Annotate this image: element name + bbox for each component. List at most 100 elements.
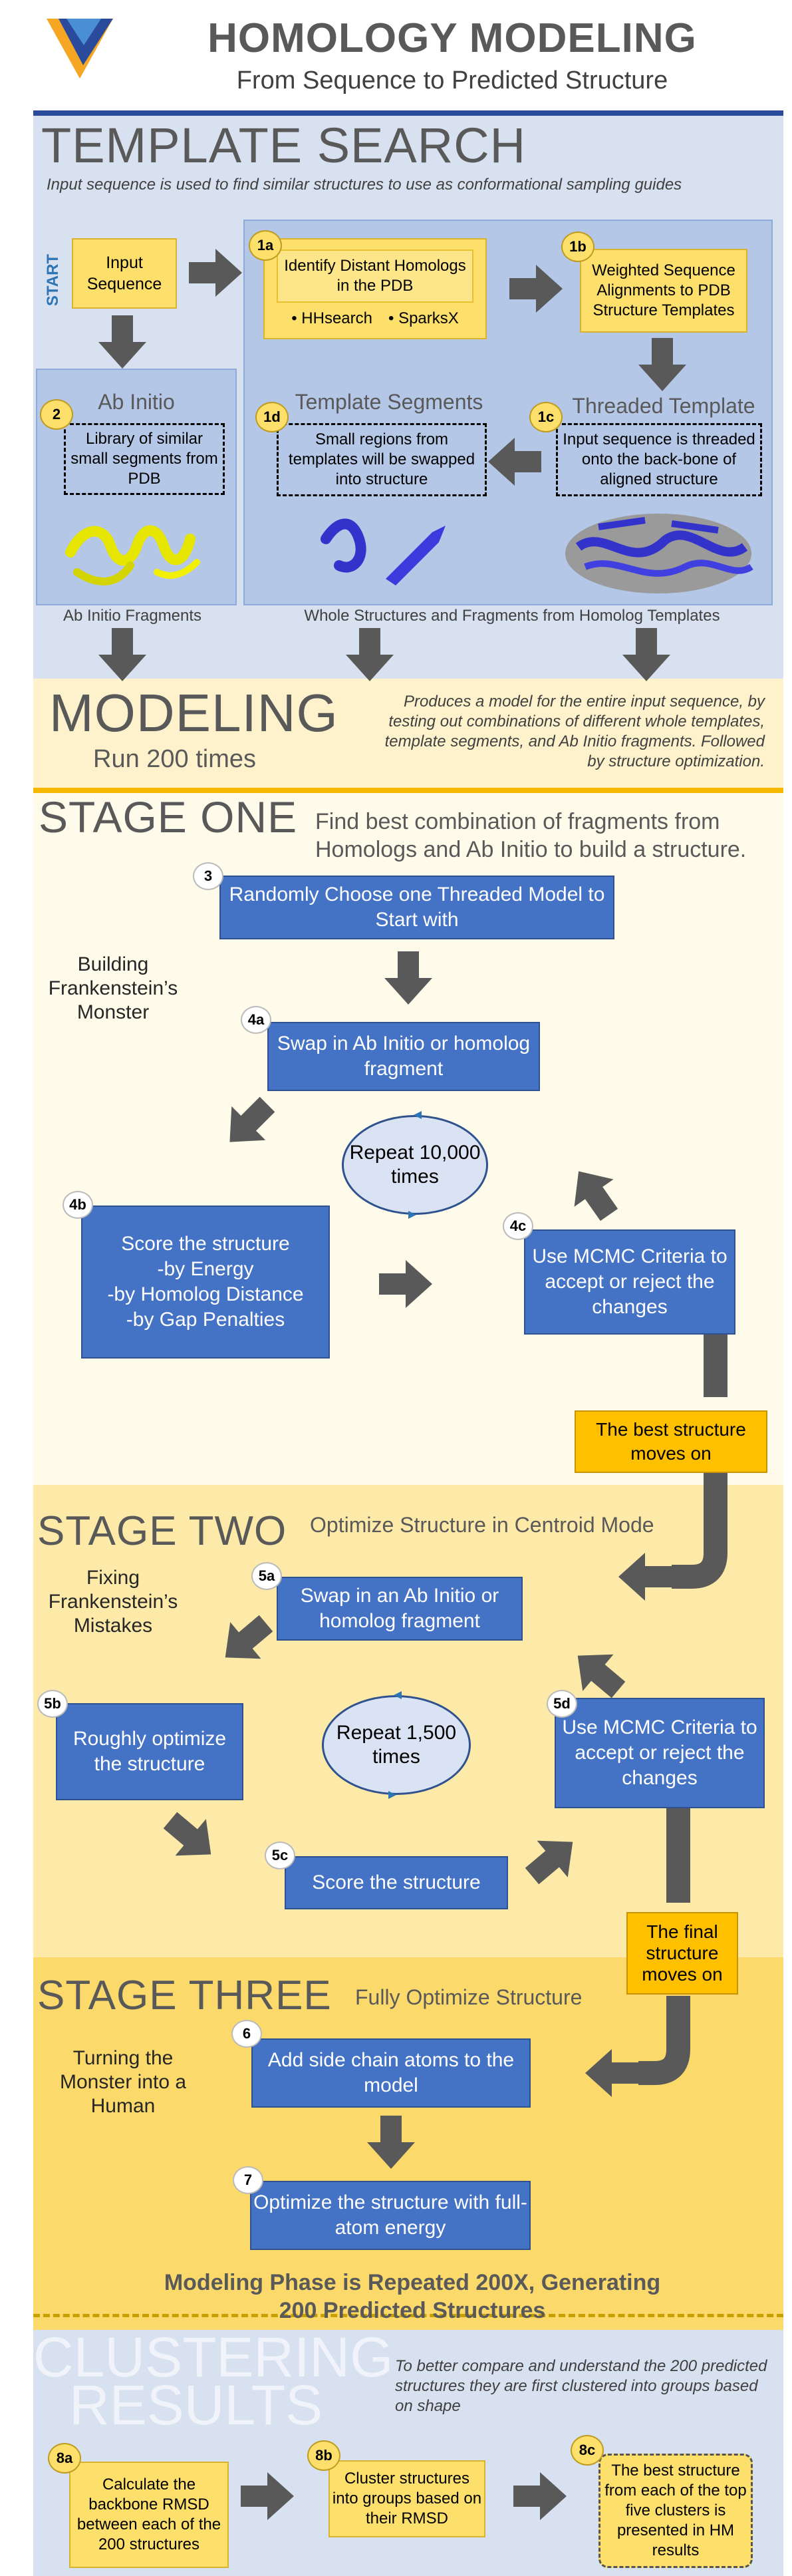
arrow-stage1-to-stage2 xyxy=(618,1553,672,1601)
tool-sparksx: • SparksX xyxy=(388,309,459,327)
clustering-note: To better compare and understand the 200… xyxy=(395,2357,767,2415)
badge-3: 3 xyxy=(193,862,223,890)
arrow-6-to-7 xyxy=(367,2116,415,2169)
clustering-title-1: CLUSTERING xyxy=(33,2326,394,2388)
step-8c-box: The best structure from each of the top … xyxy=(598,2454,753,2568)
badge-4c: 4c xyxy=(503,1212,533,1240)
arrow-3-to-4a xyxy=(384,951,432,1005)
repeat-1500-ellipse: Repeat 1,500 times xyxy=(322,1695,471,1795)
step-4b-box: Score the structure -by Energy -by Homol… xyxy=(81,1206,330,1359)
stage-two-note: Optimize Structure in Centroid Mode xyxy=(310,1513,654,1537)
modeling-divider xyxy=(33,788,783,793)
step-5d-box: Use MCMC Criteria to accept or reject th… xyxy=(555,1698,765,1808)
modeling-note: Produces a model for the entire input se… xyxy=(384,693,765,770)
badge-5a: 5a xyxy=(251,1562,282,1590)
step-4b-line-4: -by Gap Penalties xyxy=(126,1309,285,1331)
badge-1d: 1d xyxy=(255,402,289,432)
badge-5c: 5c xyxy=(265,1842,295,1869)
arrow-input-to-ab-initio xyxy=(98,315,146,369)
template-search-note: Input sequence is used to find similar s… xyxy=(47,176,682,194)
repeat-200x-banner: Modeling Phase is Repeated 200X, Generat… xyxy=(164,2270,661,2323)
badge-1a: 1a xyxy=(249,230,282,261)
step-7-box: Optimize the structure with full-atom en… xyxy=(250,2181,531,2250)
arrow-4c-to-4a xyxy=(559,1157,629,1229)
badge-8a: 8a xyxy=(48,2443,81,2474)
step-4b-line-3: -by Homolog Distance xyxy=(107,1283,304,1305)
step-5c-box: Score the structure xyxy=(285,1856,508,1909)
step-1d-box: Small regions from templates will be swa… xyxy=(277,423,487,496)
input-sequence-box: Input Sequence xyxy=(72,238,177,309)
step-2-box: Library of similar small segments from P… xyxy=(64,423,225,495)
arrow-5d-to-5a xyxy=(562,1637,634,1708)
ab-initio-protein-icon xyxy=(65,525,200,585)
arrow-segments-down xyxy=(346,628,394,681)
dashed-divider xyxy=(33,2314,783,2317)
stage-two-side-label: Fixing Frankenstein’s Mistakes xyxy=(48,1567,178,1637)
modeling-title: MODELING xyxy=(49,683,338,742)
step-1b-box: Weighted Sequence Alignments to PDB Stru… xyxy=(580,249,747,333)
badge-1b: 1b xyxy=(561,232,594,262)
badge-1c: 1c xyxy=(529,402,563,432)
stage-one-side-label: Building Frankenstein’s Monster xyxy=(48,953,178,1023)
threaded-template-heading: Threaded Template xyxy=(572,394,755,418)
arrow-8a-to-8b xyxy=(241,2472,294,2520)
arrow-5c-to-5d xyxy=(516,1823,589,1895)
caption-homolog-templates: Whole Structures and Fragments from Homo… xyxy=(304,607,720,625)
step-5b-box: Roughly optimize the structure xyxy=(56,1703,243,1800)
arrow-input-to-1a xyxy=(189,249,242,297)
final-structure-moves-on: The final structure moves on xyxy=(626,1912,738,1995)
modeling-runs: Run 200 times xyxy=(93,745,257,773)
badge-7: 7 xyxy=(233,2166,263,2194)
best-structure-moves-on: The best structure moves on xyxy=(575,1410,767,1473)
stage-two-title: STAGE TWO xyxy=(37,1508,287,1554)
step-4a-box: Swap in Ab Initio or homolog fragment xyxy=(267,1022,540,1091)
arrow-ab-initio-down xyxy=(98,628,146,681)
arrow-8b-to-8c xyxy=(513,2472,567,2520)
arrow-1c-to-1d xyxy=(488,438,541,486)
step-4c-box: Use MCMC Criteria to accept or reject th… xyxy=(524,1229,735,1335)
template-segments-heading: Template Segments xyxy=(295,390,483,414)
badge-5b: 5b xyxy=(37,1690,68,1718)
arrow-1b-to-1c xyxy=(638,338,686,391)
badge-8b: 8b xyxy=(307,2440,340,2471)
modeling-section xyxy=(33,679,783,788)
stage-three-note: Fully Optimize Structure xyxy=(355,1985,583,2009)
badge-4a: 4a xyxy=(241,1006,271,1034)
step-3-box: Randomly Choose one Threaded Model to St… xyxy=(219,876,614,939)
stage-three-side-label: Turning the Monster into a Human xyxy=(59,2047,187,2117)
arrow-stage2-to-stage3 xyxy=(585,2049,638,2097)
step-1a-text: Identify Distant Homologs in the PDB xyxy=(277,249,473,303)
stage-one-note: Find best combination of fragments from … xyxy=(315,809,747,862)
arrow-1a-to-1b xyxy=(509,265,563,313)
badge-2: 2 xyxy=(40,399,73,430)
step-8a-box: Calculate the backbone RMSD between each… xyxy=(69,2462,229,2568)
step-4b-line-2: -by Energy xyxy=(157,1258,254,1280)
badge-8c: 8c xyxy=(571,2435,604,2466)
step-5a-box: Swap in an Ab Initio or homolog fragment xyxy=(277,1577,523,1641)
ab-initio-heading: Ab Initio xyxy=(98,390,175,414)
template-segments-protein-icon xyxy=(321,518,446,585)
header-rule xyxy=(33,110,783,116)
clustering-title-2: RESULTS xyxy=(69,2374,323,2436)
badge-5d: 5d xyxy=(547,1690,577,1718)
step-4b-line-1: Score the structure xyxy=(121,1233,290,1255)
threaded-template-protein-icon xyxy=(565,514,753,593)
arrow-4b-to-4c xyxy=(379,1260,432,1308)
step-8b-box: Cluster structures into groups based on … xyxy=(329,2460,485,2537)
arrow-4a-to-4b xyxy=(212,1087,285,1160)
badge-6: 6 xyxy=(231,2020,262,2048)
arrow-threaded-down xyxy=(622,628,670,681)
repeat-10000-ellipse: Repeat 10,000 times xyxy=(342,1115,488,1215)
logo-icon xyxy=(47,19,113,79)
step-6-box: Add side chain atoms to the model xyxy=(251,2038,531,2108)
arrow-5b-to-5c xyxy=(154,1802,227,1873)
stage-one-title: STAGE ONE xyxy=(39,792,298,842)
step-1c-box: Input sequence is threaded onto the back… xyxy=(556,423,762,496)
step-1a-box: Identify Distant Homologs in the PDB • H… xyxy=(263,238,487,339)
page-subtitle: From Sequence to Predicted Structure xyxy=(236,67,668,94)
badge-4b: 4b xyxy=(63,1191,93,1219)
tool-hhsearch: • HHsearch xyxy=(291,309,372,327)
arrow-5a-to-5b xyxy=(209,1605,282,1677)
stage-three-title: STAGE THREE xyxy=(37,1973,332,2018)
